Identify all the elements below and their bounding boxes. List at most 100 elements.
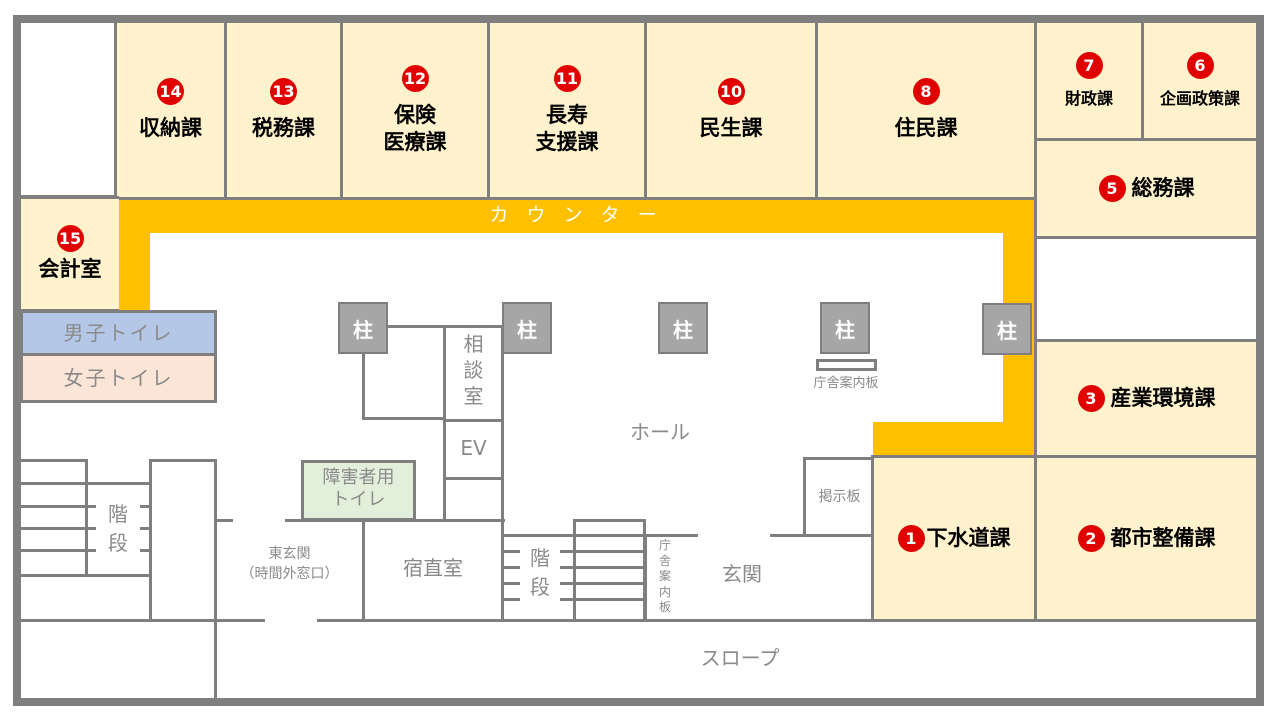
- wall: [216, 519, 233, 522]
- room-name: 産業環境課: [1110, 386, 1216, 411]
- wall: [214, 620, 217, 698]
- pillar: 柱: [820, 302, 870, 354]
- pillar: 柱: [658, 302, 708, 354]
- wall: [85, 459, 88, 577]
- room-name: 総務課: [1131, 176, 1195, 201]
- info-board-label: 庁舎案内板: [813, 376, 879, 391]
- label: （時間外窓口）: [240, 565, 339, 582]
- elevator[interactable]: EV: [443, 419, 504, 480]
- room-number-badge: 5: [1098, 175, 1126, 202]
- room-name: 財政課: [1064, 89, 1113, 108]
- label: 談: [463, 358, 484, 382]
- pillar: 柱: [502, 302, 552, 354]
- room-12[interactable]: 12 保険医療課: [340, 20, 490, 200]
- info-board-char: 板: [658, 600, 671, 615]
- label: 段: [530, 575, 550, 599]
- small-room: [443, 477, 504, 522]
- label: 室: [463, 384, 484, 408]
- consultation-room[interactable]: 相談室: [443, 325, 504, 422]
- room-number-badge: 6: [1186, 52, 1214, 79]
- room-number-badge: 10: [717, 78, 745, 106]
- womens-toilet[interactable]: 女子トイレ: [20, 353, 217, 403]
- building-outline: [13, 15, 1264, 706]
- stair-step: [503, 582, 645, 585]
- blank-room: [1034, 236, 1259, 342]
- mens-toilet[interactable]: 男子トイレ: [20, 310, 217, 356]
- blank-corner: [18, 20, 117, 198]
- room-6[interactable]: 6 企画政策課: [1141, 20, 1259, 141]
- info-board[interactable]: [816, 359, 877, 371]
- wall: [388, 325, 448, 328]
- room-number-badge: 8: [912, 78, 940, 106]
- wall: [21, 619, 265, 622]
- entrance[interactable]: 玄関: [722, 562, 762, 586]
- wall: [644, 535, 647, 621]
- room-number-badge: 12: [401, 65, 429, 93]
- stair-landing: [149, 459, 217, 622]
- room-10[interactable]: 10 民生課: [644, 20, 818, 200]
- wall: [362, 520, 365, 621]
- room-name: 医療課: [383, 129, 447, 154]
- room-11[interactable]: 11 長寿支援課: [487, 20, 647, 200]
- room-number-badge: 15: [56, 225, 84, 253]
- wall: [285, 519, 505, 522]
- slope[interactable]: スロープ: [700, 646, 780, 670]
- notice-board[interactable]: 掲示板: [803, 457, 873, 537]
- wall: [501, 478, 504, 621]
- info-board-char: 案: [658, 569, 671, 584]
- room-number-badge: 13: [270, 78, 297, 106]
- info-board-char: 舎: [658, 553, 671, 568]
- room-number-badge: 1: [897, 525, 925, 552]
- room-name: 支援課: [535, 129, 599, 154]
- info-board-vertical[interactable]: 庁舎案内板: [655, 538, 675, 616]
- room-name: 住民課: [894, 116, 958, 141]
- room-name: 企画政策課: [1159, 89, 1240, 108]
- night-duty-room[interactable]: 宿直室: [403, 556, 463, 580]
- room-name: 長寿: [546, 103, 588, 128]
- east-entrance[interactable]: 東玄関 （時間外窓口）: [216, 545, 363, 595]
- room-name: 税務課: [252, 116, 315, 141]
- info-board-char: 内: [658, 584, 671, 599]
- label: トイレ: [331, 488, 386, 510]
- pillar: 柱: [338, 302, 388, 354]
- wall: [362, 325, 365, 420]
- info-board-char: 庁: [658, 538, 671, 552]
- room-name: 収納課: [139, 116, 202, 141]
- room-name: 保険: [394, 103, 436, 128]
- stair-step: [503, 566, 645, 569]
- stair-box: [573, 519, 646, 621]
- accessible-toilet[interactable]: 障害者用トイレ: [301, 460, 416, 521]
- room-8[interactable]: 8 住民課: [815, 20, 1037, 200]
- label: 段: [108, 531, 128, 555]
- room-14[interactable]: 14 収納課: [114, 20, 227, 200]
- counter-bottom: [873, 422, 1035, 456]
- stairs-right[interactable]: 階段: [520, 544, 560, 602]
- wall: [362, 417, 446, 420]
- label: 相: [463, 332, 484, 356]
- room-number-badge: 14: [157, 78, 184, 106]
- counter-label: カ ウ ン タ ー: [489, 204, 663, 226]
- hall-label: ホール: [630, 420, 690, 444]
- room-number-badge: 11: [553, 65, 581, 93]
- wall: [317, 619, 1257, 622]
- label: 障害者用: [322, 467, 395, 488]
- counter: [117, 198, 1035, 233]
- label: 階: [108, 502, 128, 526]
- stair-step: [503, 598, 645, 601]
- room-13[interactable]: 13 税務課: [224, 20, 343, 200]
- room-number-badge: 3: [1077, 385, 1105, 412]
- room-name: 民生課: [699, 116, 763, 141]
- stair-step: [21, 459, 88, 462]
- room-name: 下水道課: [926, 526, 1011, 551]
- pillar: 柱: [982, 303, 1032, 355]
- wall: [503, 534, 698, 537]
- label: 階: [530, 546, 550, 570]
- stairs-left[interactable]: 階段: [96, 500, 140, 558]
- label: 東玄関: [268, 546, 311, 562]
